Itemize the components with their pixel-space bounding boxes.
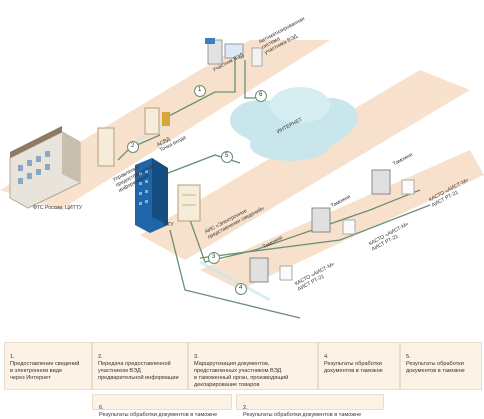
legend-item-1-number: 1. [10,354,15,360]
step-3-number: 3 [212,254,216,260]
legend-item-7-number: 2. [243,405,248,411]
fts-label: ФТС России, ЦИТТУ [33,205,83,211]
ptu-label: РТУ [164,222,174,228]
legend-item-2-number: 2. [98,354,103,360]
internet-cloud [230,87,358,161]
legend-item-1-text: Предоставление сведений в электронном ви… [10,361,80,381]
legend-item-3-number: 3. [194,354,199,360]
participant-workstation [205,38,263,67]
legend-item-4: 4. Результаты обработки документов в там… [318,342,400,390]
fts-building [9,126,81,209]
step-2-number: 2 [131,143,135,149]
step-1-number: 1 [198,87,202,93]
legend: 1. Предоставление сведений в электронном… [0,318,484,418]
legend-item-4-text: Результаты обработки документов в таможн… [324,361,383,374]
legend-item-6: 6. Результаты обработки документов в там… [92,394,232,418]
step-5-number: 5 [225,153,229,159]
legend-item-7-text: Результаты обработки документов в таможн… [243,412,362,418]
legend-item-6-text: Результаты обработки документов в таможн… [99,412,218,418]
legend-item-2-text: Передача предоставленной участником ВЭД … [98,361,179,381]
network-diagram [0,38,484,319]
legend-item-1: 1. Предоставление сведений в электронном… [4,342,92,390]
legend-item-6-number: 6. [99,405,104,411]
legend-item-5-text: Результаты обработки документов в таможн… [406,361,465,374]
customs-stations [249,169,415,283]
rtu-tower [135,158,168,233]
legend-item-3: 3. Маршрутизация документов, представлен… [188,342,318,390]
legend-item-5: 5. Результаты обработки документов в там… [400,342,482,390]
ais-server [177,184,201,222]
legend-item-4-number: 4. [324,354,329,360]
legend-item-3-text: Маршрутизация документов, представленных… [194,361,289,388]
legend-item-5-number: 5. [406,354,411,360]
gateway-servers [97,107,170,167]
step-6-number: 6 [259,92,263,98]
legend-item-2: 2. Передача предоставленной участником В… [92,342,188,390]
step-4-number: 4 [239,285,243,291]
legend-item-7: 2. Результаты обработки документов в там… [236,394,384,418]
step-markers [127,85,267,295]
